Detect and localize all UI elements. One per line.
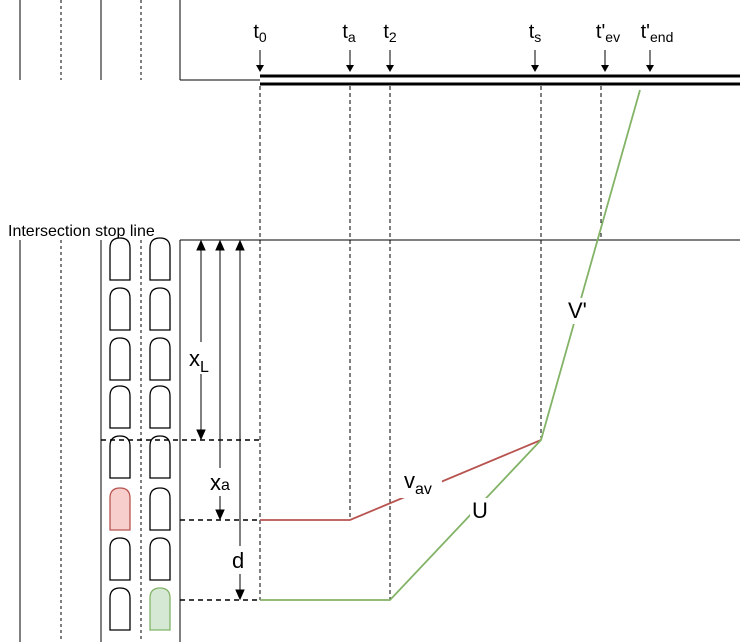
vehicle-icon (149, 337, 171, 381)
time-label-tend: t'end (641, 21, 674, 45)
xL-label-bg (186, 342, 218, 374)
vehicle-icon (149, 537, 171, 581)
upper-road (19, 0, 181, 80)
lower-road (19, 240, 181, 642)
vehicle-icon (149, 435, 171, 479)
time-label-tev: t'ev (596, 21, 620, 45)
vehicle-icon (149, 237, 171, 281)
time-marker-arrow-tev (601, 50, 609, 72)
vehicle-icon (109, 385, 131, 429)
vav-label-bg (400, 464, 442, 498)
time-guides (259, 86, 602, 600)
time-marker-arrow-t2 (386, 50, 394, 72)
vehicle-icon (149, 487, 171, 531)
time-label-ts: ts (529, 21, 542, 45)
red-vehicle-icon (109, 487, 131, 531)
time-label-t2: t2 (383, 21, 397, 45)
stop-line-label: Intersection stop line (8, 223, 155, 240)
d-label: d (232, 548, 244, 573)
vehicle-icon (109, 237, 131, 281)
red-vehicle-trajectory (260, 439, 542, 521)
vehicle-icon (109, 537, 131, 581)
vehicle-icon (109, 337, 131, 381)
vehicle-icon (149, 287, 171, 331)
timeline (180, 74, 740, 86)
vehicle-icon (149, 385, 171, 429)
vehicle-icon (109, 287, 131, 331)
xL-arrow (196, 239, 206, 441)
distance-arrows (196, 239, 245, 601)
vehicle-queue-lane-1 (109, 237, 131, 631)
green-vehicle-trajectory (260, 89, 641, 601)
time-marker-arrows (256, 50, 654, 72)
vav-label: vav (404, 468, 432, 498)
vehicle-queue-lane-2 (149, 237, 171, 631)
time-marker-arrow-ta (346, 50, 354, 72)
time-labels: t0 ta t2 ts t'ev t'end (253, 21, 673, 45)
xa-label-bg (207, 468, 237, 496)
xa-label: xa (210, 470, 230, 495)
d-label-bg (230, 546, 250, 574)
time-marker-arrow-t0 (256, 50, 264, 72)
time-marker-arrow-tend (646, 50, 654, 72)
time-marker-arrow-ts (531, 50, 539, 72)
Vprime-label-bg (566, 298, 596, 324)
time-label-ta: ta (342, 21, 356, 45)
trajectories (260, 89, 641, 601)
time-label-t0: t0 (253, 21, 267, 45)
green-vehicle-icon (149, 587, 171, 631)
Vprime-label: V' (568, 298, 587, 323)
U-label: U (472, 498, 488, 523)
d-arrow (235, 239, 245, 601)
vehicle-icon (109, 587, 131, 631)
U-label-bg (470, 498, 496, 524)
vehicle-icon (109, 435, 131, 479)
xL-label: xL (189, 346, 209, 376)
